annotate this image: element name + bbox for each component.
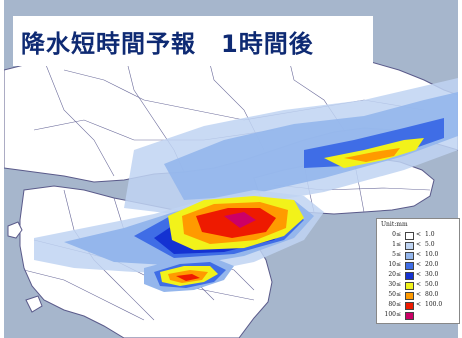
- legend-row: 5≤ <10.0: [379, 251, 457, 260]
- legend-less-than: <: [416, 251, 422, 258]
- legend-upper-bound: 10.0: [425, 251, 439, 258]
- legend-row: 30≤ <50.0: [379, 281, 457, 290]
- legend-swatch: [405, 312, 414, 320]
- legend-row: 80≤ <100.0: [379, 301, 457, 310]
- legend-row: 20≤ <30.0: [379, 271, 457, 280]
- legend-row: 10≤ <20.0: [379, 261, 457, 270]
- land-island-1: [7, 221, 23, 239]
- legend-swatch: [405, 292, 414, 300]
- legend-lower-bound: 80≤: [388, 301, 401, 308]
- legend-upper-bound: 1.0: [425, 231, 435, 238]
- legend-swatch: [405, 302, 414, 310]
- legend-lower-bound: 30≤: [388, 281, 401, 288]
- legend-lower-bound: 20≤: [388, 271, 401, 278]
- legend-less-than: <: [416, 271, 422, 278]
- legend-upper-bound: 100.0: [425, 301, 443, 308]
- legend-less-than: <: [416, 301, 422, 308]
- legend-swatch: [405, 252, 414, 260]
- legend-swatch: [405, 232, 414, 240]
- legend-row: 0≤ <1.0: [379, 231, 457, 240]
- legend-less-than: <: [416, 281, 422, 288]
- legend-less-than: <: [416, 241, 422, 248]
- precip-band-south: [144, 258, 234, 292]
- legend-row: 50≤ <80.0: [379, 291, 457, 300]
- legend-less-than: <: [416, 291, 422, 298]
- legend-upper-bound: 50.0: [425, 281, 439, 288]
- legend-lower-bound: 1≤: [392, 241, 401, 248]
- legend-lower-bound: 5≤: [392, 251, 401, 258]
- legend-swatch: [405, 272, 414, 280]
- legend-row: 100≤: [379, 311, 457, 320]
- legend-upper-bound: 30.0: [425, 271, 439, 278]
- legend-lower-bound: 0≤: [392, 231, 401, 238]
- legend-less-than: <: [416, 261, 422, 268]
- legend-lower-bound: 50≤: [388, 291, 401, 298]
- legend-swatch: [405, 282, 414, 290]
- precip-band-central: [34, 190, 324, 274]
- legend-swatch: [405, 262, 414, 270]
- map-title: 降水短時間予報 1時間後: [21, 30, 314, 58]
- legend-title: Unit:mm: [381, 221, 408, 228]
- legend-upper-bound: 5.0: [425, 241, 435, 248]
- land-island-2: [25, 295, 43, 313]
- legend-lower-bound: 10≤: [388, 261, 401, 268]
- legend-upper-bound: 80.0: [425, 291, 439, 298]
- legend-less-than: <: [416, 231, 422, 238]
- precip-band-north: [124, 78, 458, 214]
- legend-lower-bound: 100≤: [384, 311, 401, 318]
- rainfall-legend: Unit:mm 0≤ <1.0 1≤ <5.0 5≤ <10.0 10≤ <20.0 20≤ <3…: [376, 218, 460, 324]
- legend-row: 1≤ <5.0: [379, 241, 457, 250]
- title-banner: 降水短時間予報 1時間後: [13, 16, 373, 66]
- legend-swatch: [405, 242, 414, 250]
- legend-upper-bound: 20.0: [425, 261, 439, 268]
